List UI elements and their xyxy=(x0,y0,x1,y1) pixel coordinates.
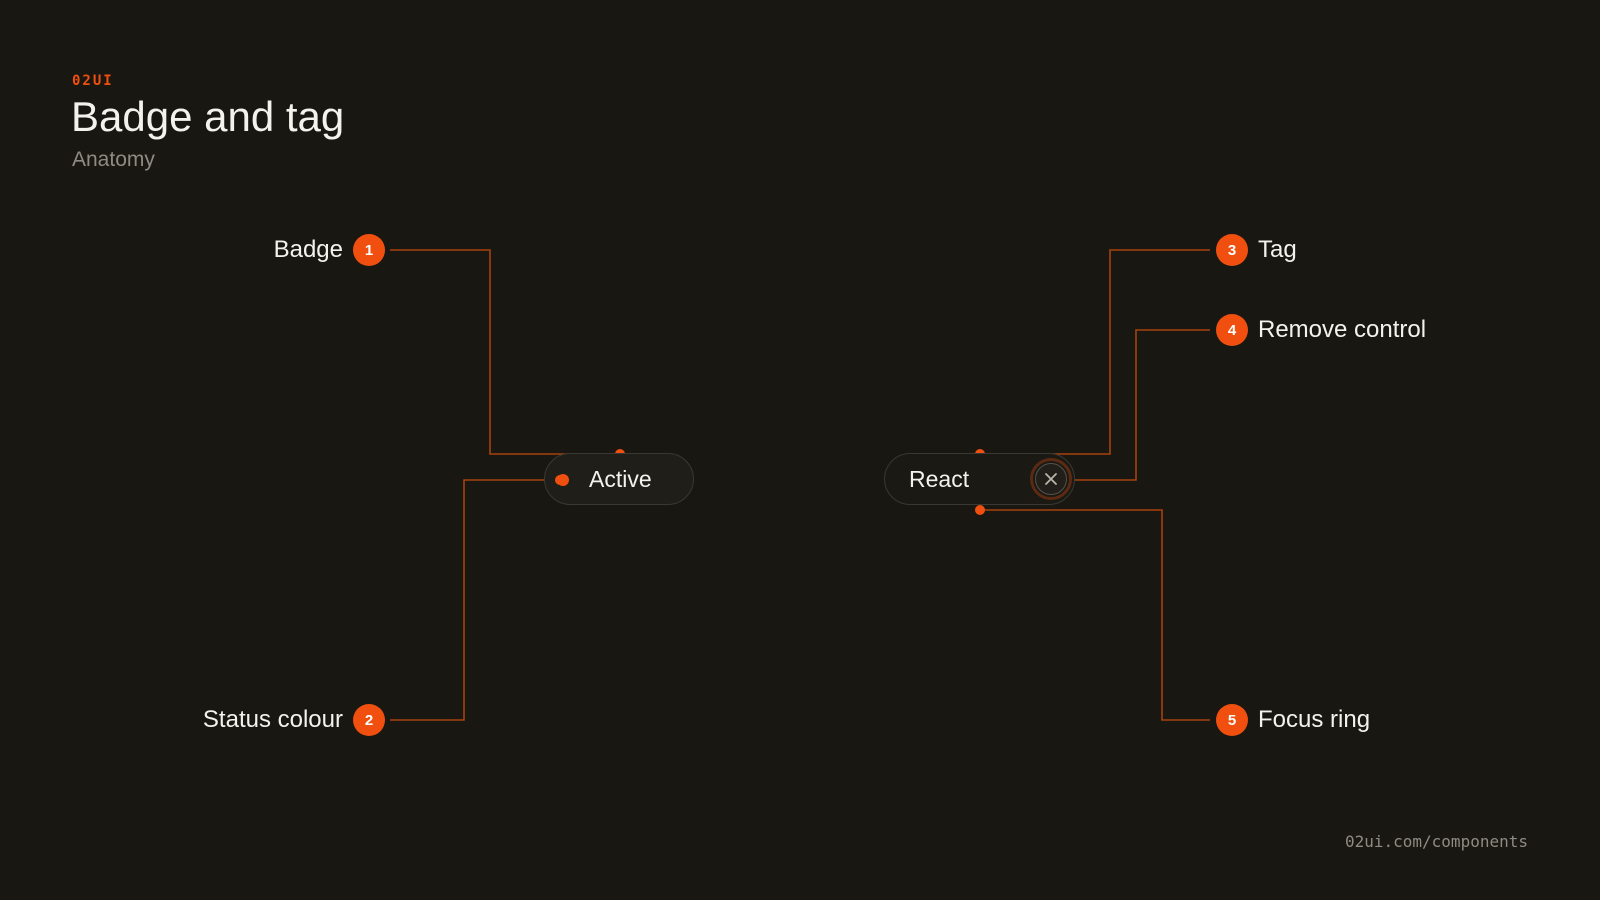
leader-line-status-colour xyxy=(390,479,545,721)
callout-number: 1 xyxy=(353,234,385,266)
brand-label: 02UI xyxy=(72,73,114,89)
footer-url: 02ui.com/components xyxy=(1344,832,1528,851)
page-subtitle: Anatomy xyxy=(72,148,155,171)
callout-badge: Badge 1 xyxy=(180,234,385,266)
callout-remove-control: 4 Remove control xyxy=(1216,314,1426,346)
callout-label: Status colour xyxy=(202,706,343,733)
badge-component: Active xyxy=(544,453,694,505)
tag-label: React xyxy=(909,466,970,492)
close-icon xyxy=(1045,473,1057,485)
focus-ring xyxy=(1030,458,1072,500)
callout-label: Remove control xyxy=(1258,316,1427,343)
callout-number: 5 xyxy=(1216,704,1248,736)
badge-label: Active xyxy=(589,466,652,492)
status-dot xyxy=(557,474,569,486)
callout-number: 4 xyxy=(1216,314,1248,346)
callout-label: Tag xyxy=(1258,236,1297,263)
remove-tag-button[interactable] xyxy=(1035,463,1067,495)
callout-tag: 3 Tag xyxy=(1216,234,1297,266)
callout-status-colour: Status colour 2 xyxy=(150,704,385,736)
callout-focus-ring: 5 Focus ring xyxy=(1216,704,1370,736)
leader-line-badge xyxy=(390,249,620,455)
leader-line-remove-control xyxy=(1065,329,1210,481)
leader-line-tag xyxy=(980,249,1210,455)
callout-label: Focus ring xyxy=(1258,706,1371,733)
callout-number: 2 xyxy=(353,704,385,736)
tag-component: React xyxy=(884,453,1075,505)
leader-line-focus-ring xyxy=(980,509,1210,721)
callout-label: Badge xyxy=(273,236,343,263)
anchor-dot-focus-ring xyxy=(975,505,985,515)
page-title: Badge and tag xyxy=(71,93,345,140)
callout-number: 3 xyxy=(1216,234,1248,266)
